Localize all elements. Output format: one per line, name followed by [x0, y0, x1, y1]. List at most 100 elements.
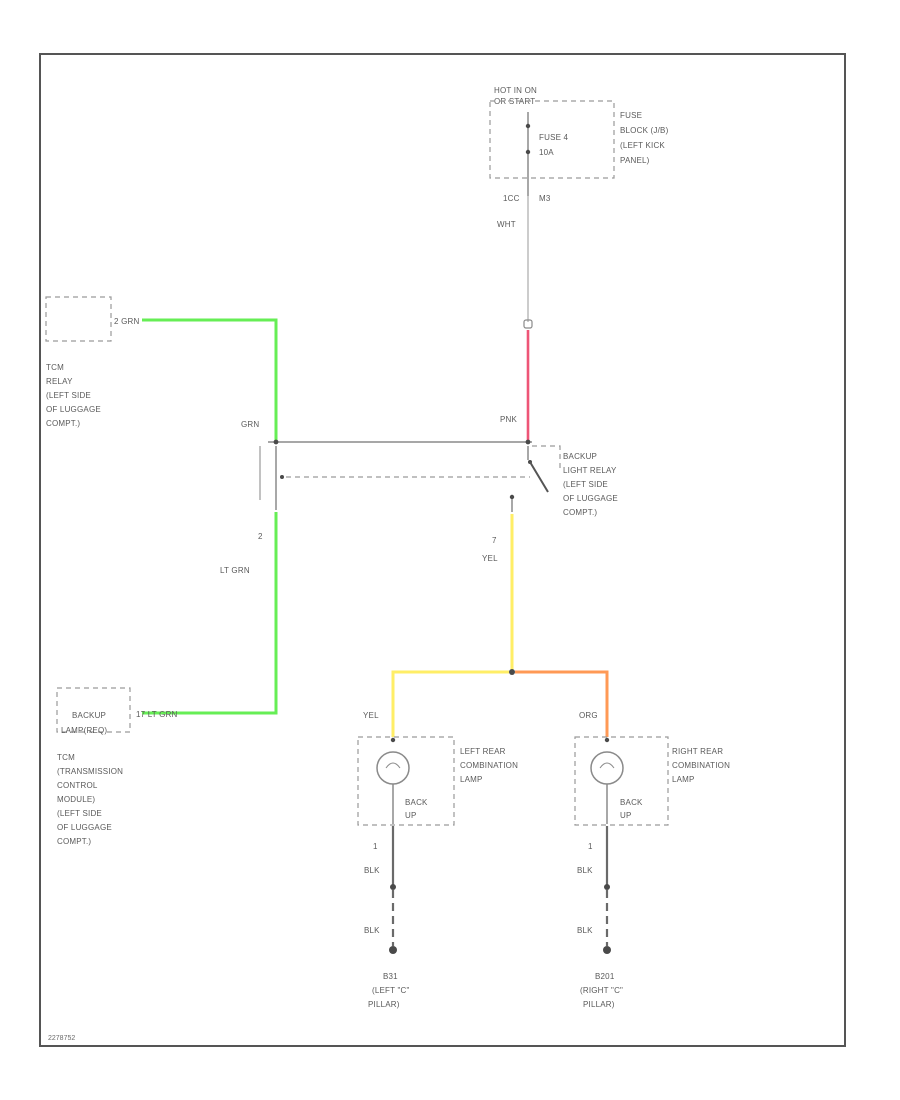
wire-org-right	[515, 670, 609, 737]
right-ground-line-1: B201	[595, 972, 615, 981]
tcm-wire-label: 17 LT GRN	[136, 710, 178, 719]
tcm-relay-line-1: TCM	[46, 363, 64, 372]
right-lamp-pin-label: 1	[588, 842, 593, 851]
tcm-line-4: MODULE)	[57, 795, 95, 804]
right-bulb-filament	[599, 762, 615, 769]
wire-lt-grn-label: LT GRN	[220, 566, 250, 575]
relay-housing-right	[532, 445, 561, 470]
left-rear-combination-lamp: LEFT REAR COMBINATION LAMP BACK UP 1	[357, 736, 518, 851]
tcm-relay-outline	[45, 296, 112, 342]
fuse-block-desc-2: BLOCK (J/B)	[620, 126, 669, 135]
fuse-pin-left-label: 1CC	[503, 194, 520, 203]
fuse-block-desc-4: PANEL)	[620, 156, 650, 165]
left-ground-line-1: B31	[383, 972, 398, 981]
tcm-line-7: COMPT.)	[57, 837, 91, 846]
tcm-line-6: OF LUGGAGE	[57, 823, 112, 832]
or-start-label: OR START	[494, 97, 535, 106]
backup-relay-line-5: COMPT.)	[563, 508, 597, 517]
inline-connector	[523, 319, 533, 329]
right-lamp-line-3: LAMP	[672, 775, 695, 784]
tcm-relay-wire-label: 2 GRN	[114, 317, 139, 326]
tcm-line-5: (LEFT SIDE	[57, 809, 102, 818]
tcm-module: BACKUP LAMP(REQ) 17 LT GRN TCM (TRANSMIS…	[56, 687, 178, 846]
fuse-terminal-top	[525, 123, 531, 129]
left-lamp-line-3: LAMP	[460, 775, 483, 784]
tcm-relay-line-2: RELAY	[46, 377, 73, 386]
relay-coil-terminal-right	[525, 439, 531, 445]
tcm-relay-line-4: OF LUGGAGE	[46, 405, 101, 414]
tcm-relay-line-3: (LEFT SIDE	[46, 391, 91, 400]
right-lamp-up-label: UP	[620, 811, 632, 820]
left-lamp-outline	[357, 736, 455, 826]
backup-light-relay: 2 7 BACKUP LIGHT RELAY (LEFT SIDE OF LUG…	[258, 439, 618, 545]
wire-blk-right-1-label: BLK	[577, 866, 593, 875]
fuse-rating-label: 10A	[539, 148, 554, 157]
wire-blk-left-2-label: BLK	[364, 926, 380, 935]
tcm-box-line-2: LAMP(REQ)	[61, 726, 107, 735]
right-ground-line-2: (RIGHT "C"	[580, 986, 623, 995]
left-lamp-terminal-top	[390, 737, 396, 743]
left-lamp-line-2: COMBINATION	[460, 761, 518, 770]
right-rear-combination-lamp: RIGHT REAR COMBINATION LAMP BACK UP 1	[574, 736, 730, 851]
diagram-code: 2278752	[48, 1035, 75, 1042]
relay-pin-7-label: 7	[492, 536, 497, 545]
wire-yel-main-label: YEL	[482, 554, 498, 563]
fuse-block-outline	[489, 100, 615, 179]
right-lamp-back-label: BACK	[620, 798, 643, 807]
left-bulb-filament	[385, 762, 401, 769]
right-lamp-line-1: RIGHT REAR	[672, 747, 723, 756]
left-bulb-icon	[376, 751, 410, 785]
left-ground-line-3: PILLAR)	[368, 1000, 400, 1009]
left-ground-line-2: (LEFT "C"	[372, 986, 410, 995]
fuse-block-desc-3: (LEFT KICK	[620, 141, 665, 150]
fuse-pin-right-label: M3	[539, 194, 551, 203]
left-lamp-pin-label: 1	[373, 842, 378, 851]
relay-left-pivot	[280, 475, 284, 479]
fuse-terminal-bottom	[525, 149, 531, 155]
right-splice	[604, 884, 610, 890]
fuse-block-desc-1: FUSE	[620, 111, 642, 120]
wire-blk-right-2-label: BLK	[577, 926, 593, 935]
backup-relay-line-1: BACKUP	[563, 452, 597, 461]
wire-yel-left	[391, 670, 509, 737]
diagram-border	[39, 53, 846, 1047]
wire-grn-label: GRN	[241, 420, 259, 429]
right-ground: BLK BLK B201 (RIGHT "C" PILLAR)	[577, 826, 623, 1009]
hot-in-on-label: HOT IN ON	[494, 86, 537, 95]
tcm-line-2: (TRANSMISSION	[57, 767, 123, 776]
relay-switch-arm	[529, 461, 549, 493]
tcm-line-3: CONTROL	[57, 781, 98, 790]
right-lamp-terminal-top	[604, 737, 610, 743]
left-lamp-line-1: LEFT REAR	[460, 747, 506, 756]
fuse-block: HOT IN ON OR START FUSE 4 10A FUSE BLOCK…	[489, 86, 669, 203]
wire-blk-left-1-label: BLK	[364, 866, 380, 875]
fuse-name-label: FUSE 4	[539, 133, 569, 142]
wire-lt-grn	[142, 512, 278, 715]
relay-coil-terminal-left	[273, 439, 279, 445]
right-ground-icon	[603, 946, 611, 954]
relay-pin-2-label: 2	[258, 532, 263, 541]
right-ground-line-3: PILLAR)	[583, 1000, 615, 1009]
tcm-relay-line-5: COMPT.)	[46, 419, 80, 428]
backup-relay-line-3: (LEFT SIDE	[563, 480, 608, 489]
backup-relay-line-2: LIGHT RELAY	[563, 466, 617, 475]
left-ground: BLK BLK B31 (LEFT "C" PILLAR)	[364, 826, 410, 1009]
left-ground-icon	[389, 946, 397, 954]
tcm-box-line-1: BACKUP	[72, 711, 106, 720]
wire-wht-label: WHT	[497, 220, 516, 229]
tcm-line-1: TCM	[57, 753, 75, 762]
left-lamp-up-label: UP	[405, 811, 417, 820]
wire-yel-left-label: YEL	[363, 711, 379, 720]
relay-output-contact	[509, 494, 515, 500]
wire-grn	[142, 318, 278, 440]
right-lamp-line-2: COMBINATION	[672, 761, 730, 770]
wire-pnk-label: PNK	[500, 415, 518, 424]
wire-org-right-label: ORG	[579, 711, 598, 720]
right-bulb-icon	[590, 751, 624, 785]
right-lamp-outline	[574, 736, 669, 826]
tcm-relay: 2 GRN TCM RELAY (LEFT SIDE OF LUGGAGE CO…	[45, 296, 139, 428]
tcm-module-outline	[56, 687, 131, 733]
left-splice	[390, 884, 396, 890]
left-lamp-back-label: BACK	[405, 798, 428, 807]
